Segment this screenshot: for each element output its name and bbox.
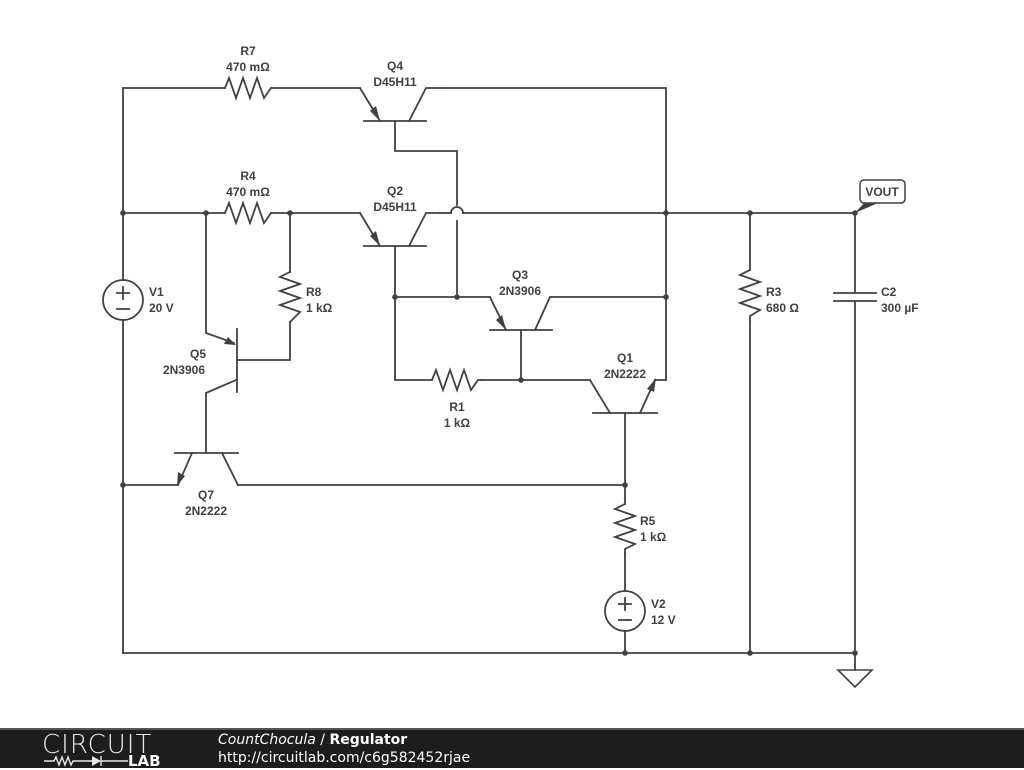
r5-ref: R5 (640, 514, 656, 528)
transistor-q5[interactable]: Q5 2N3906 (163, 328, 238, 393)
resistor-r3[interactable]: R3 680 Ω (737, 268, 799, 323)
q5-value: 2N3906 (163, 363, 205, 377)
c2-value: 300 µF (881, 301, 919, 315)
emitter-arrow-icon (647, 378, 656, 392)
circuitlab-logo-sub: LAB (128, 752, 161, 770)
resistor-r5[interactable]: R5 1 kΩ (612, 502, 667, 555)
q2-value: D45H11 (373, 200, 417, 214)
transistor-q7[interactable]: Q7 2N2222 (174, 451, 240, 518)
voltage-source-v2[interactable]: V2 12 V (604, 590, 676, 632)
resistor-icon (737, 268, 763, 323)
r7-value: 470 mΩ (226, 60, 270, 74)
voltage-source-icon (604, 590, 646, 632)
v1-value: 20 V (149, 301, 174, 315)
resistor-icon (223, 200, 273, 226)
resistor-diode-logo-icon (44, 755, 128, 767)
r3-ref: R3 (766, 285, 782, 299)
resistor-r1[interactable]: R1 1 kΩ (430, 367, 483, 430)
q4-value: D45H11 (373, 75, 417, 89)
emitter-arrow-icon (496, 315, 506, 330)
r1-ref: R1 (449, 400, 465, 414)
footer-bar: CIRCUIT LAB CountChocula / Regulator htt… (0, 728, 1024, 770)
net-label-vout[interactable]: VOUT (855, 179, 906, 213)
ground-icon (836, 669, 874, 689)
q1-value: 2N2222 (604, 367, 646, 381)
wires (122, 87, 856, 671)
transistor-q4[interactable]: Q4 D45H11 (358, 59, 441, 123)
v2-value: 12 V (651, 613, 676, 627)
emitter-arrow-icon (370, 231, 380, 246)
resistor-icon (612, 502, 638, 555)
emitter-arrow-icon (370, 106, 380, 121)
r1-value: 1 kΩ (444, 416, 471, 430)
q7-ref: Q7 (198, 488, 214, 502)
r8-ref: R8 (306, 285, 322, 299)
resistor-icon (277, 270, 303, 324)
r7-ref: R7 (240, 44, 256, 58)
r3-value: 680 Ω (766, 301, 799, 315)
q2-ref: Q2 (387, 184, 403, 198)
capacitor-icon (833, 292, 877, 302)
title-separator: / (315, 732, 330, 748)
c2-ref: C2 (881, 285, 897, 299)
plus-icon (116, 286, 130, 300)
q5-ref: Q5 (190, 347, 206, 361)
q4-ref: Q4 (387, 59, 403, 73)
q1-ref: Q1 (617, 351, 633, 365)
circuit-name[interactable]: Regulator (329, 732, 408, 748)
emitter-arrow-icon (224, 337, 236, 345)
circuitlab-logo[interactable]: CIRCUIT (42, 730, 153, 760)
schematic-canvas[interactable]: R7 470 mΩ R4 470 mΩ Q4 D45H11 Q2 D45H11 … (0, 0, 1024, 728)
resistor-r4[interactable]: R4 470 mΩ (223, 169, 273, 226)
voltage-source-v1[interactable]: V1 20 V (102, 279, 174, 321)
resistor-r8[interactable]: R8 1 kΩ (277, 270, 333, 324)
q3-value: 2N3906 (499, 284, 541, 298)
net-label-pointer-icon (855, 203, 878, 213)
transistor-q1[interactable]: Q1 2N2222 (588, 351, 658, 415)
transistor-q3[interactable]: Q3 2N3906 (488, 268, 553, 332)
transistor-q2[interactable]: Q2 D45H11 (358, 184, 441, 248)
junctions (120, 210, 858, 656)
author-link[interactable]: CountChocula (218, 732, 316, 748)
r4-ref: R4 (240, 169, 256, 183)
circuit-url-link[interactable]: http://circuitlab.com/c6g582452rjae (218, 750, 471, 766)
r4-value: 470 mΩ (226, 185, 270, 199)
emitter-arrow-icon (177, 472, 185, 486)
voltage-source-icon (102, 279, 144, 321)
v2-ref: V2 (651, 597, 666, 611)
plus-icon (618, 597, 632, 611)
q7-value: 2N2222 (185, 504, 227, 518)
circuit-title: CountChocula / Regulator (218, 732, 407, 748)
capacitor-c2[interactable]: C2 300 µF (833, 285, 919, 315)
r5-value: 1 kΩ (640, 530, 667, 544)
q3-ref: Q3 (512, 268, 528, 282)
r8-value: 1 kΩ (306, 301, 333, 315)
vout-label: VOUT (865, 185, 899, 199)
resistor-r7[interactable]: R7 470 mΩ (223, 44, 273, 101)
resistor-icon (223, 75, 273, 101)
v1-ref: V1 (149, 285, 164, 299)
resistor-icon (430, 367, 483, 393)
